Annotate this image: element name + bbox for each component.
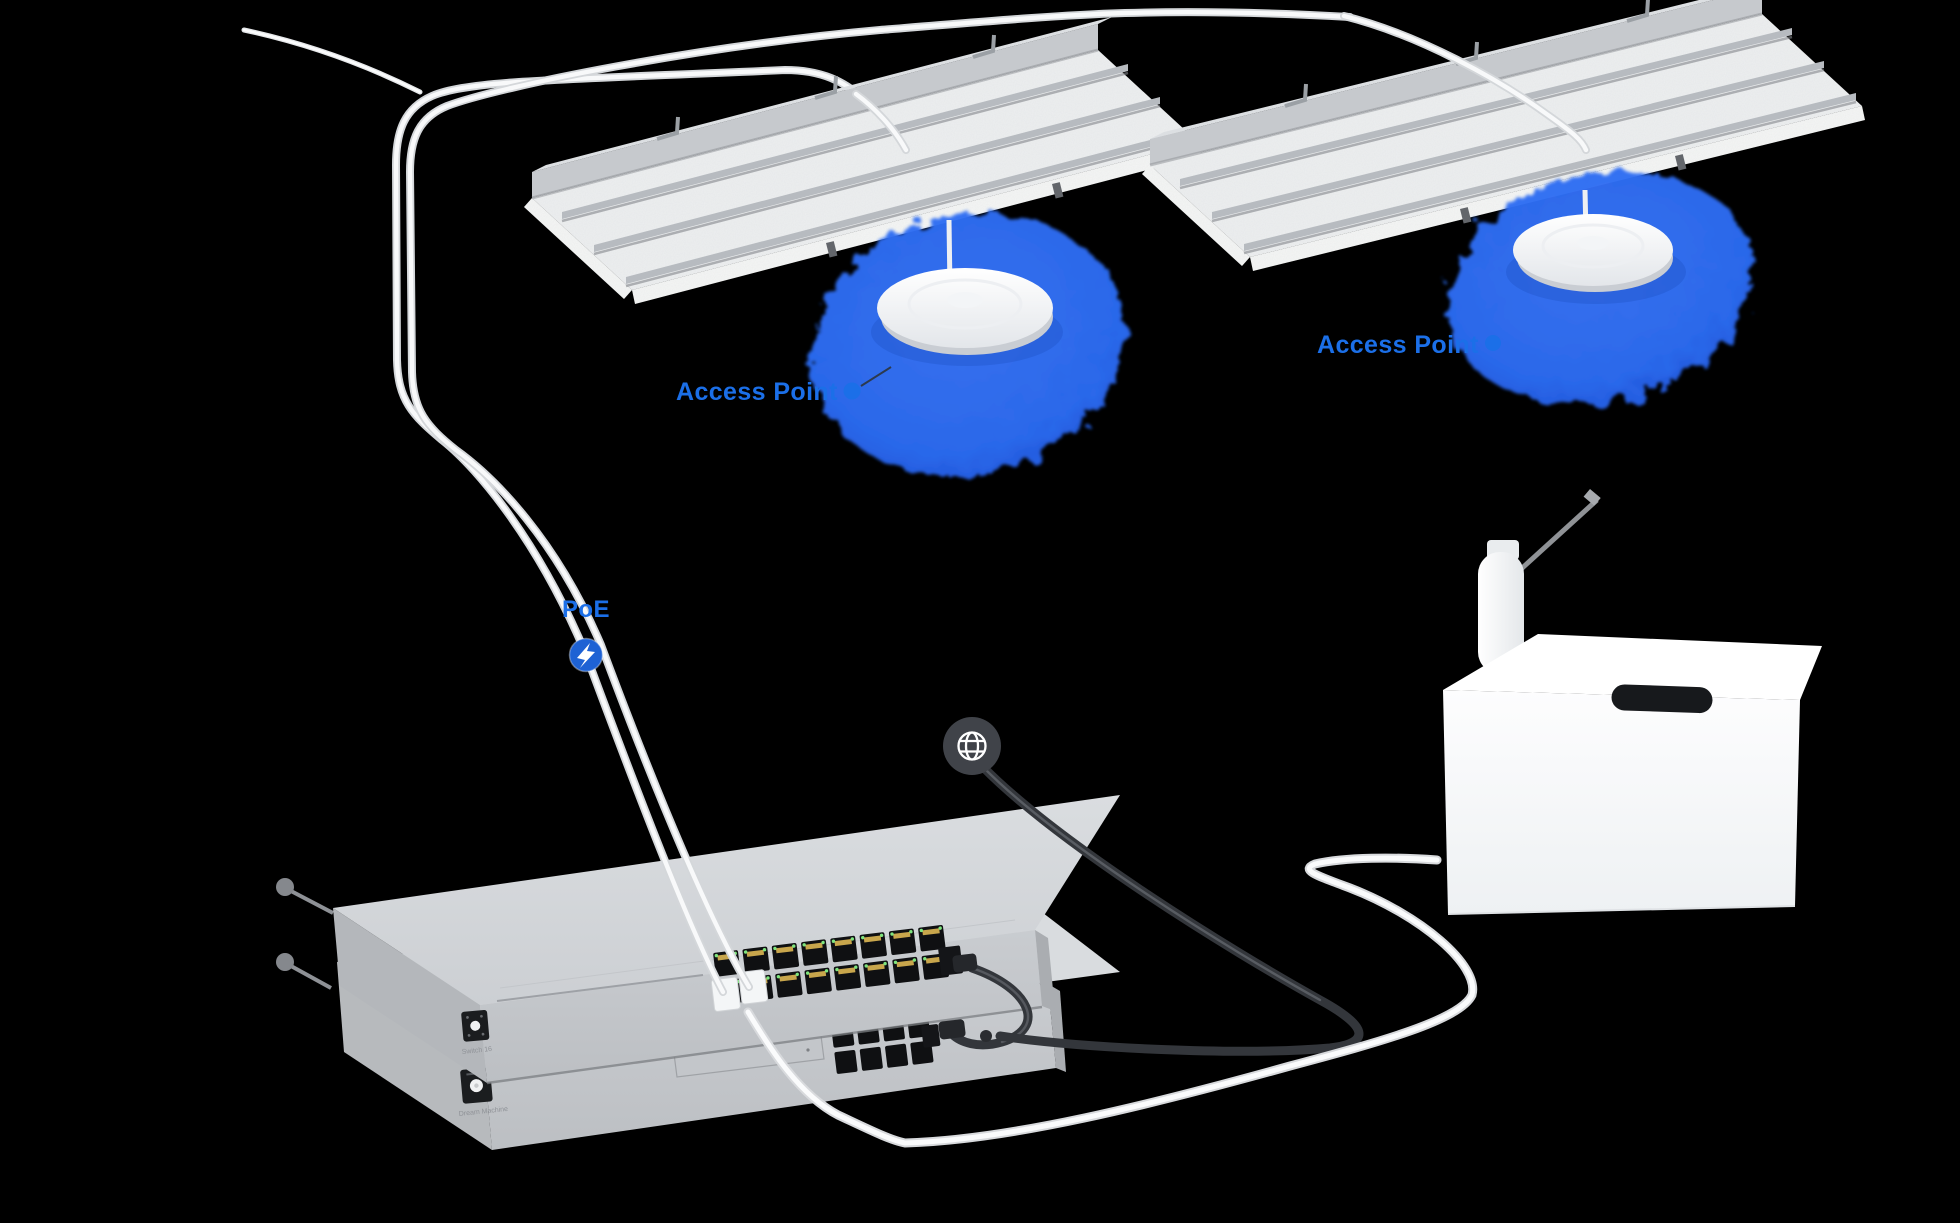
- ceiling-panel-right: [1142, 0, 1865, 271]
- label-leader-line: [860, 366, 892, 387]
- switch-device: Switch 16: [333, 795, 1120, 1085]
- poe-badge: [568, 637, 604, 673]
- isp-box: [1443, 634, 1822, 915]
- lightning-bolt-icon: [577, 643, 595, 668]
- switch-front-label: Switch 16: [461, 1046, 492, 1056]
- cable-connectors: [938, 953, 992, 1042]
- poe-cables: [241, 8, 1354, 1012]
- internet-cable: [978, 762, 1364, 1056]
- label-dot: [843, 382, 861, 400]
- access-point-right-label: Access Point: [1317, 331, 1479, 359]
- isp-cable: [743, 853, 1478, 1148]
- label-dot: [1485, 335, 1501, 351]
- panel-rails: [561, 64, 1193, 288]
- poe-cable-dives: [852, 12, 1590, 154]
- access-point-left-label: Access Point: [676, 378, 838, 406]
- poe-label: PoE: [562, 596, 610, 623]
- box-handle-slot: [1611, 684, 1713, 714]
- gateway-wan-port: [921, 1024, 941, 1048]
- panel-clips: [656, 34, 996, 141]
- access-point-left-device: [877, 219, 1053, 355]
- rack-screws: [276, 878, 334, 990]
- access-point-right-device: [1513, 189, 1673, 292]
- ceiling-panel-left: [524, 17, 1201, 304]
- panel-rails: [1179, 28, 1857, 255]
- label-markers: [843, 335, 1501, 400]
- internet-globe-icon: [943, 717, 1001, 775]
